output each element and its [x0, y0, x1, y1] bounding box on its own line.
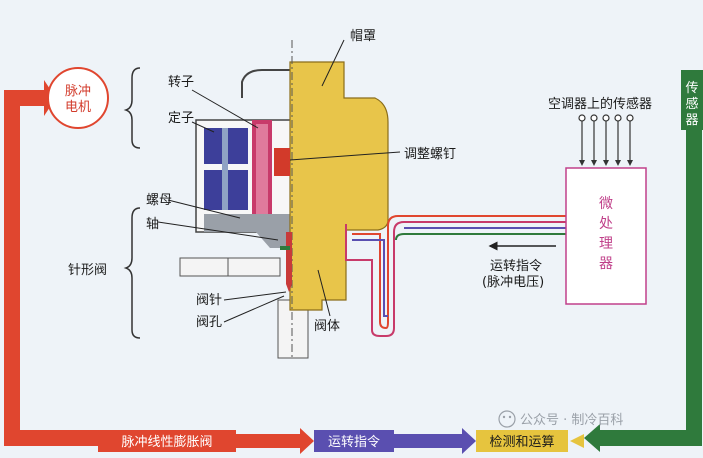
valve-orifice-label: 阀孔: [196, 315, 222, 330]
flow-box-run-command-label: 运转指令: [328, 435, 380, 450]
shaft-label: 轴: [146, 217, 159, 232]
rotor-label: 转子: [168, 75, 194, 90]
ac-sensors-label: 空调器上的传感器: [548, 96, 652, 112]
microprocessor-char-2: 处: [599, 216, 613, 232]
arrow-into-detect: [570, 434, 584, 448]
sensor-char-3: 器: [685, 113, 698, 128]
flow-box-run-command: 运转指令: [314, 430, 394, 452]
sensor-char-1: 传: [685, 81, 698, 96]
valve-assembly: [179, 40, 389, 360]
microprocessor-char-3: 理: [599, 236, 613, 252]
arrow-to-run-command: [236, 428, 314, 454]
arrow-to-detect: [394, 428, 476, 454]
inlet-pipe: [179, 257, 281, 277]
nut-label: 螺母: [146, 193, 172, 208]
valve-body: [289, 61, 389, 311]
watermark-text: 公众号 · 制冷百科: [520, 413, 623, 428]
microprocessor-char-4: 器: [599, 256, 613, 272]
valve-brace: [123, 207, 141, 339]
microprocessor-char-1: 微: [599, 196, 613, 212]
sensor-char-2: 感: [685, 96, 698, 112]
signal-wires: [345, 215, 566, 337]
run-command-label: 运转指令: [490, 259, 542, 274]
flow-box-expansion-valve: 脉冲线性膨胀阀: [98, 430, 236, 452]
valve-body-label: 阀体: [314, 319, 340, 334]
sensor-box: 传 感 器: [681, 70, 703, 130]
adjust-screw: [274, 148, 290, 176]
stator-label: 定子: [168, 111, 194, 126]
green-feedback-arrow: [584, 70, 702, 452]
pulse-motor-circle: 脉冲 电机: [47, 67, 109, 129]
motor-brace: [123, 67, 141, 149]
microprocessor-box: 微 处 理 器: [565, 167, 647, 305]
pulse-voltage-label: (脉冲电压): [482, 275, 544, 290]
needle-valve-label: 针形阀: [68, 263, 107, 278]
watermark: 公众号 · 制冷百科: [498, 410, 623, 428]
valve-needle-label: 阀针: [196, 293, 222, 308]
valve-needle: [286, 232, 292, 284]
pulse-motor-line-1: 脉冲: [65, 84, 91, 99]
cap-label: 帽罩: [350, 28, 376, 44]
adjust-screw-label: 调整螺钉: [404, 147, 456, 162]
pulse-motor-line-2: 电机: [65, 100, 91, 115]
leader-lines: [157, 39, 401, 323]
red-feedback-arrow: [4, 80, 104, 446]
sensor-input-arrows: [578, 114, 634, 164]
flow-box-expansion-valve-label: 脉冲线性膨胀阀: [121, 435, 212, 450]
flow-box-detect-compute-label: 检测和运算: [489, 435, 554, 450]
flow-box-detect-compute: 检测和运算: [476, 430, 568, 452]
